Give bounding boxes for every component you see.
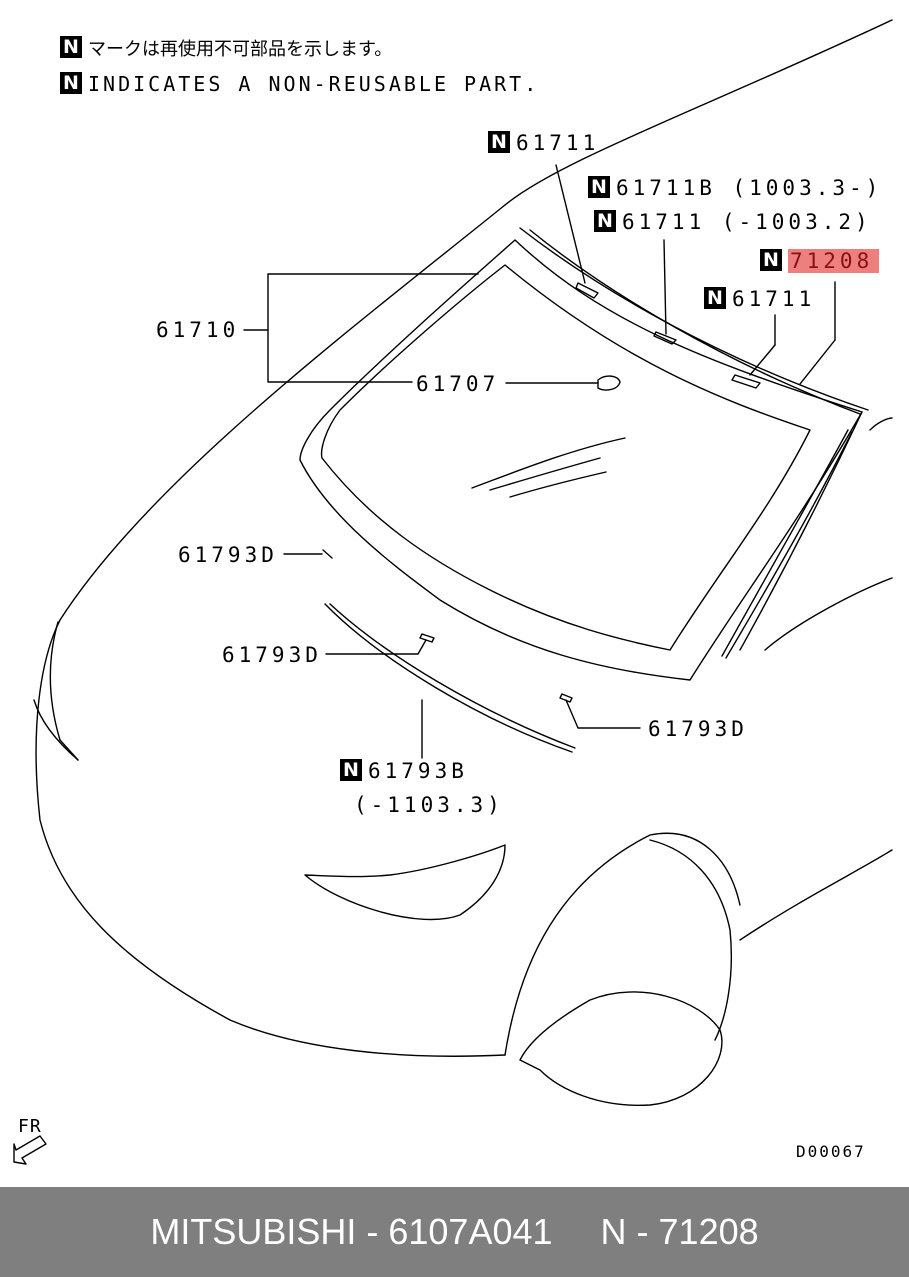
fr-label: FR xyxy=(18,1116,42,1137)
clip-61793d-c xyxy=(559,693,573,703)
fender-line xyxy=(33,699,79,761)
clip-61793d-b xyxy=(419,633,435,643)
leader-61793d-c xyxy=(565,699,641,729)
windshield-diagram xyxy=(13,19,893,1165)
callout-61793b: N 61793B xyxy=(340,759,468,783)
part-number: 61711 xyxy=(516,131,600,155)
part-number: 61793B xyxy=(368,759,468,783)
part-number: 61711 (-1003.2) xyxy=(622,210,872,234)
non-reusable-badge: N xyxy=(340,759,362,781)
top-molding-inner xyxy=(529,229,861,415)
lower-molding xyxy=(324,603,573,753)
side-molding-b xyxy=(725,431,853,659)
leader-61793d-b xyxy=(325,639,427,655)
leader-61711b xyxy=(663,239,667,335)
note-japanese: N マークは再使用不可部品を示します。 xyxy=(60,36,392,62)
side-line xyxy=(739,849,893,941)
side-molding xyxy=(721,429,849,657)
windshield-outer xyxy=(299,239,863,681)
mirror-base-61707 xyxy=(597,375,621,391)
non-reusable-badge: N xyxy=(60,36,82,58)
callout-61793d-a: 61793D xyxy=(178,543,278,567)
bracket-61710 xyxy=(267,273,479,383)
reflection-1 xyxy=(471,437,626,489)
callout-61793d-c: 61793D xyxy=(648,717,748,741)
roof-line xyxy=(504,19,893,206)
lower-molding-b xyxy=(329,603,576,749)
diagram-code: D00067 xyxy=(796,1142,866,1161)
non-reusable-badge: N xyxy=(60,72,82,94)
door-line xyxy=(764,577,893,651)
non-reusable-badge: N xyxy=(760,249,782,271)
clip-61711-mid xyxy=(653,331,677,345)
clip-61711-right xyxy=(731,374,761,389)
reflection-2 xyxy=(489,457,601,491)
leader-71208-b xyxy=(799,339,836,385)
callout-61710: 61710 xyxy=(156,318,240,342)
callout-61707: 61707 xyxy=(416,372,500,396)
fr-arrow-icon xyxy=(13,1135,47,1165)
non-reusable-badge: N xyxy=(588,176,610,198)
reflection-3 xyxy=(509,471,607,498)
non-reusable-badge: N xyxy=(594,210,616,232)
body-left-line xyxy=(35,204,506,1057)
highlighted-part-number: 71208 xyxy=(788,249,880,273)
footer-bar: MITSUBISHI - 6107A041 N - 71208 xyxy=(0,1187,909,1277)
callout-61711-top: N 61711 xyxy=(488,131,599,155)
clip-61711-top xyxy=(575,282,599,299)
note-english-text: INDICATES A NON-REUSABLE PART. xyxy=(88,72,540,96)
callout-61711b: N 61711B (1003.3-) xyxy=(588,176,882,200)
part-number: 61711B (1003.3-) xyxy=(616,176,883,200)
tire-side xyxy=(649,839,733,1041)
callout-61793d-b: 61793D xyxy=(222,643,322,667)
clip-61793d-a xyxy=(322,549,333,559)
callout-61711-range: N 61711 (-1003.2) xyxy=(594,210,872,234)
note-japanese-text: マークは再使用不可部品を示します。 xyxy=(88,39,393,60)
callout-71208: N 71208 xyxy=(760,249,880,273)
tire xyxy=(519,991,723,1107)
roof-right xyxy=(869,417,893,431)
callout-61793b-range: (-1103.3) xyxy=(354,793,504,817)
non-reusable-badge: N xyxy=(488,131,510,153)
leader-61711-right-b xyxy=(749,344,776,376)
footer-brand-part: MITSUBISHI - 6107A041 xyxy=(150,1211,553,1252)
hood-edge xyxy=(49,621,79,761)
leader-61711-top xyxy=(555,164,586,284)
callout-61711-right: N 61711 xyxy=(704,287,815,311)
part-number: 61711 xyxy=(732,287,816,311)
non-reusable-badge: N xyxy=(704,287,726,309)
note-english: N INDICATES A NON-REUSABLE PART. xyxy=(60,72,539,96)
windshield-glass xyxy=(320,264,811,651)
footer-ref: N - 71208 xyxy=(600,1211,759,1252)
wheel-arch xyxy=(504,832,741,1056)
headlight xyxy=(304,844,506,921)
